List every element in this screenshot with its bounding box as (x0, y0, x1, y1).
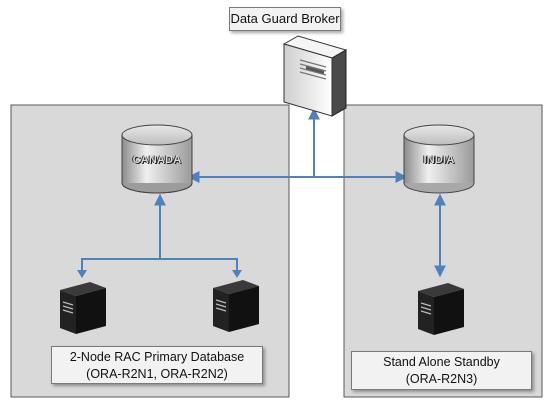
primary-caption-line2: (ORA-R2N1, ORA-R2N2) (86, 367, 228, 381)
primary-caption-line1: 2-Node RAC Primary Database (69, 350, 245, 364)
rac-node-branch (81, 258, 238, 273)
broker-label: Data Guard Broker (229, 7, 341, 31)
standby-node-server-icon (418, 283, 464, 335)
broker-server-icon (282, 35, 348, 117)
canada-db-label: CANADA (132, 154, 182, 166)
canada-database-icon (121, 124, 193, 194)
rac-node-1-server-icon (60, 282, 106, 334)
rac-node-2-server-icon (213, 280, 259, 332)
primary-site-caption: 2-Node RAC Primary Database (ORA-R2N1, O… (51, 346, 263, 384)
standby-caption-line2: (ORA-R2N3) (405, 372, 478, 386)
india-db-label: INDIA (423, 154, 455, 166)
standby-caption-line1: Stand Alone Standby (383, 355, 500, 369)
india-database-icon (403, 124, 475, 194)
standby-site-caption: Stand Alone Standby (ORA-R2N3) (351, 351, 532, 390)
